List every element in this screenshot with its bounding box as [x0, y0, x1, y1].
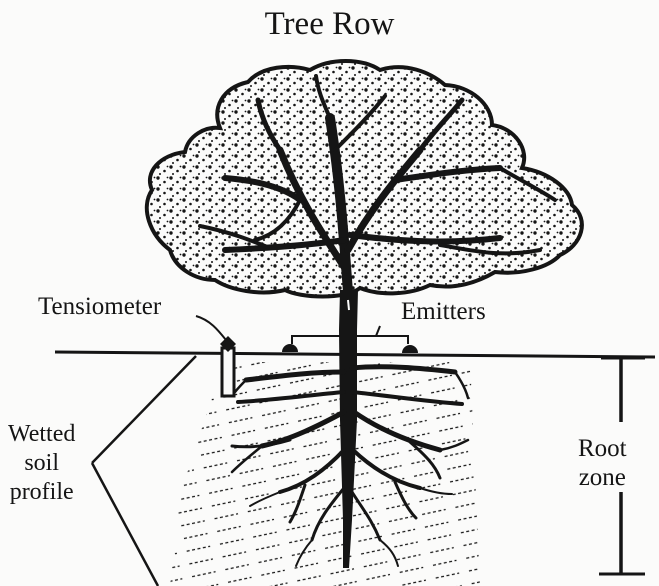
- wetted-soil-profile-label: Wetted soil profile: [8, 420, 75, 507]
- tree-canopy-icon: [147, 61, 582, 297]
- root-zone-label: Root zone: [578, 434, 627, 492]
- tensiometer-icon: [196, 316, 236, 396]
- root-label-line-2: zone: [578, 463, 627, 492]
- wetted-label-line-3: profile: [8, 478, 75, 507]
- wetted-label-line-1: Wetted: [8, 420, 75, 449]
- wetted-soil-hatching: [170, 362, 496, 586]
- tensiometer-label: Tensiometer: [38, 294, 161, 319]
- wetted-label-line-2: soil: [8, 449, 75, 478]
- diagram-title: Tree Row: [0, 8, 659, 41]
- root-label-line-1: Root: [578, 434, 627, 463]
- emitters-label: Emitters: [401, 299, 486, 324]
